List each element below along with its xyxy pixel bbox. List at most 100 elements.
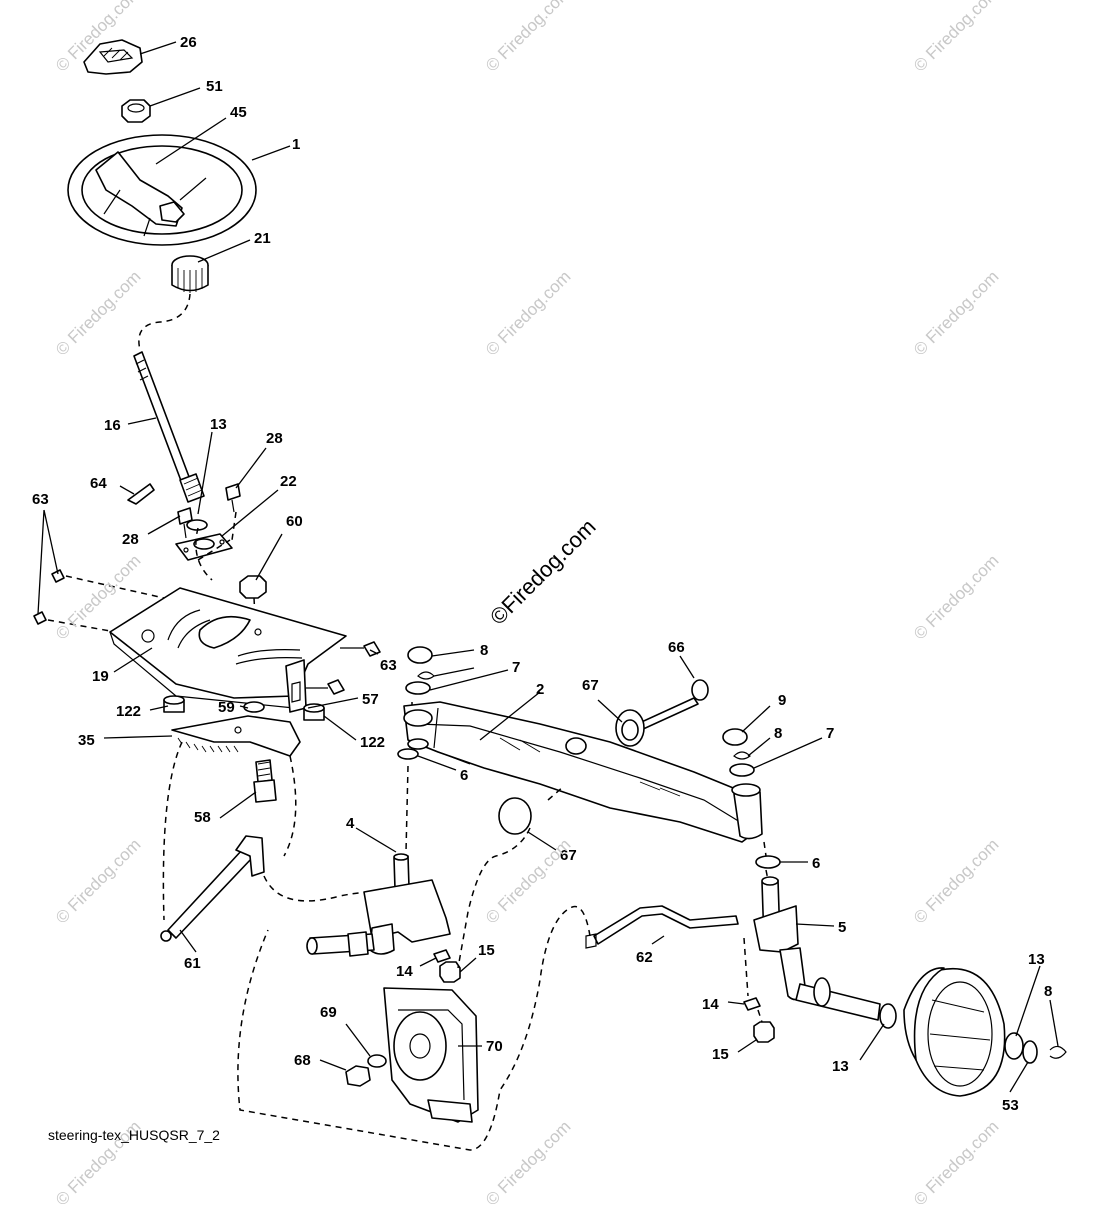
callout-62: 62	[636, 949, 653, 966]
callout-7: 7	[512, 659, 520, 676]
pivot-bracket-part	[175, 533, 233, 561]
callout-8: 8	[480, 642, 488, 659]
gauge-bracket-part	[383, 987, 479, 1123]
sector-gear-part	[171, 715, 301, 757]
callout-63: 63	[32, 491, 49, 508]
drag-link-part	[160, 835, 265, 942]
callout-35: 35	[78, 732, 95, 749]
callout-63: 63	[380, 657, 397, 674]
callout-67: 67	[582, 677, 599, 694]
callout-67: 67	[560, 847, 577, 864]
tie-rod-part	[585, 905, 739, 949]
callout-68: 68	[294, 1052, 311, 1069]
hidden-line-spindle-nut	[743, 937, 763, 1023]
bushing-part	[729, 763, 755, 777]
callout-5: 5	[838, 919, 846, 936]
spacer-part	[303, 703, 325, 721]
front-axle-part	[403, 701, 763, 843]
callout-28: 28	[266, 430, 283, 447]
callout-6: 6	[812, 855, 820, 872]
callout-57: 57	[362, 691, 379, 708]
callout-45: 45	[230, 104, 247, 121]
callout-8: 8	[774, 725, 782, 742]
flange-nut-part	[239, 575, 267, 599]
pivot-bolt-part	[615, 679, 709, 747]
callout-122: 122	[116, 703, 141, 720]
front-wheel-part	[903, 967, 1006, 1097]
hairpin-clip-part	[733, 751, 751, 760]
callout-61: 61	[184, 955, 201, 972]
steering-cap-part	[83, 39, 143, 75]
callout-59: 59	[218, 699, 235, 716]
callout-28: 28	[122, 531, 139, 548]
cap-part	[722, 728, 748, 746]
nut-part	[439, 961, 461, 983]
screw-part	[33, 569, 65, 625]
spacer-part	[397, 748, 419, 760]
steering-wheel-part	[67, 134, 257, 246]
plate-bracket-part	[285, 659, 307, 713]
washer-part	[367, 1054, 387, 1068]
hidden-line-wheel-shaft	[138, 293, 191, 351]
callout-7: 7	[826, 725, 834, 742]
callout-14: 14	[396, 963, 413, 980]
diagram-caption: steering-tex_HUSQSR_7_2	[48, 1127, 220, 1143]
callout-53: 53	[1002, 1097, 1019, 1114]
callout-14: 14	[702, 996, 719, 1013]
nut-part	[753, 1021, 775, 1043]
hex-nut-part	[121, 99, 151, 123]
washer-part	[879, 1003, 897, 1029]
callout-122: 122	[360, 734, 385, 751]
callout-8: 8	[1044, 983, 1052, 1000]
bolt-part	[225, 483, 241, 513]
spindle-left-part	[306, 853, 451, 957]
washer-part	[1022, 1040, 1038, 1064]
steering-adapter-part	[171, 255, 209, 293]
callout-1: 1	[292, 136, 300, 153]
leader-lines	[37, 41, 1059, 1093]
callout-22: 22	[280, 473, 297, 490]
clip-part	[127, 483, 155, 505]
callout-15: 15	[478, 942, 495, 959]
shoulder-bolt-part	[253, 759, 277, 803]
callout-64: 64	[90, 475, 107, 492]
callout-13: 13	[210, 416, 227, 433]
callout-15: 15	[712, 1046, 729, 1063]
bushing-part	[405, 681, 431, 695]
callout-70: 70	[486, 1038, 503, 1055]
callout-16: 16	[104, 417, 121, 434]
spindle-right-part	[753, 876, 881, 1021]
callout-58: 58	[194, 809, 211, 826]
callout-13: 13	[832, 1058, 849, 1075]
callout-13: 13	[1028, 951, 1045, 968]
callout-19: 19	[92, 668, 109, 685]
retaining-clip-part	[1049, 1045, 1067, 1059]
screw-part	[306, 641, 381, 695]
callout-4: 4	[346, 815, 355, 832]
hidden-line-pivot	[457, 785, 565, 969]
callout-51: 51	[206, 78, 223, 95]
callout-2: 2	[536, 681, 544, 698]
hidden-line-screws	[47, 575, 165, 633]
bumper-washer-part	[498, 797, 532, 835]
lockwasher-part	[433, 949, 451, 963]
lockwasher-part	[743, 997, 761, 1011]
hidden-line-axle-right	[763, 841, 769, 881]
callout-26: 26	[180, 34, 197, 51]
spacer-part	[755, 855, 781, 869]
callout-21: 21	[254, 230, 271, 247]
cap-part	[407, 646, 433, 664]
steering-plate-part	[109, 587, 347, 709]
hairpin-clip-part	[417, 671, 435, 680]
flange-bolt-part	[345, 1065, 371, 1087]
steering-shaft-part	[133, 351, 205, 503]
spacer-part	[163, 695, 185, 713]
callout-60: 60	[286, 513, 303, 530]
callout-66: 66	[668, 639, 685, 656]
callout-9: 9	[778, 692, 786, 709]
bolt-part	[177, 507, 193, 539]
callout-6: 6	[460, 767, 468, 784]
washer-part	[1004, 1032, 1024, 1060]
callout-labels: 26 51 45 1 21 16 13 64 28 28 22 63 60 63…	[32, 34, 1052, 1114]
